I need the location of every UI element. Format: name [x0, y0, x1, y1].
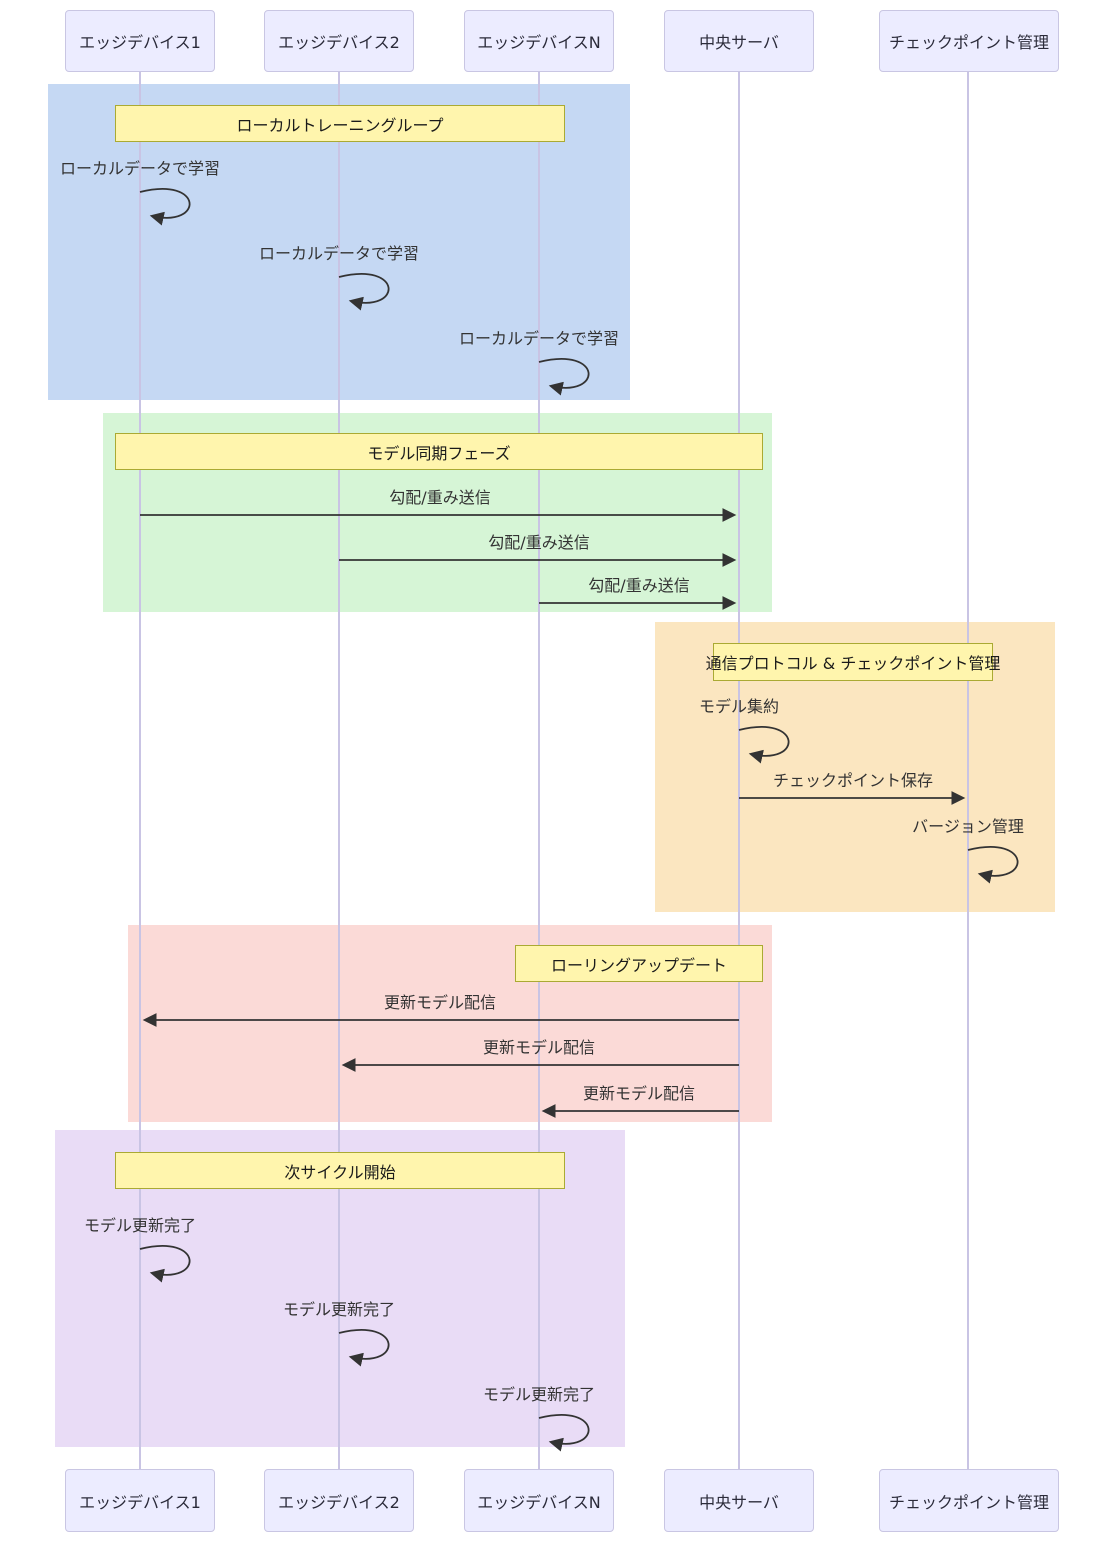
participant-edge-device-1-top: エッジデバイス1 [65, 10, 215, 72]
block-label-model-sync-phase: モデル同期フェーズ [115, 433, 763, 470]
block-label-text: ローリングアップデート [550, 955, 727, 975]
message-label: ローカルデータで学習 [458, 329, 620, 348]
participant-edge-device-2-bottom: エッジデバイス2 [264, 1469, 414, 1532]
message-label: モデル集約 [698, 697, 780, 716]
block-label-text: 通信プロトコル & チェックポイント管理 [705, 654, 1001, 673]
message-label: ローカルデータで学習 [258, 244, 420, 263]
message-label: バージョン管理 [912, 817, 1024, 836]
message-label: 更新モデル配信 [582, 1084, 696, 1103]
participant-central-server-top: 中央サーバ [664, 10, 814, 72]
lifeline-central-server [738, 72, 740, 1469]
block-label-text: ローカルトレーニングループ [236, 115, 444, 135]
participant-central-server-bottom: 中央サーバ [664, 1469, 814, 1532]
block-label-rolling-update: ローリングアップデート [515, 945, 763, 982]
block-label-local-training-loop: ローカルトレーニングループ [115, 105, 565, 142]
lifeline-edge-device-1 [139, 72, 141, 1469]
lifeline-edge-device-n [538, 72, 540, 1469]
lifeline-checkpoint-management [967, 72, 969, 1469]
participant-checkpoint-management-bottom: チェックポイント管理 [879, 1469, 1059, 1532]
lifeline-edge-device-2 [338, 72, 340, 1469]
message-label: モデル更新完了 [282, 1300, 396, 1319]
message-label: 勾配/重み送信 [488, 533, 590, 552]
message-label: 勾配/重み送信 [389, 488, 491, 507]
message-label: 更新モデル配信 [482, 1038, 596, 1057]
message-label: チェックポイント保存 [772, 771, 934, 790]
message-label: 勾配/重み送信 [588, 576, 690, 595]
block-label-text: 次サイクル開始 [284, 1162, 396, 1182]
participant-edge-device-n-top: エッジデバイスN [464, 10, 614, 72]
block-label-checkpoint-management: 通信プロトコル & チェックポイント管理 [706, 643, 1000, 681]
message-label: モデル更新完了 [482, 1385, 596, 1404]
block-label-text: モデル同期フェーズ [367, 443, 511, 463]
participant-edge-device-2-top: エッジデバイス2 [264, 10, 414, 72]
block-label-next-cycle: 次サイクル開始 [115, 1152, 565, 1189]
participant-checkpoint-management-top: チェックポイント管理 [879, 10, 1059, 72]
participant-edge-device-1-bottom: エッジデバイス1 [65, 1469, 215, 1532]
message-label: モデル更新完了 [83, 1216, 197, 1235]
message-label: ローカルデータで学習 [59, 159, 221, 178]
participant-edge-device-n-bottom: エッジデバイスN [464, 1469, 614, 1532]
message-label: 更新モデル配信 [383, 993, 497, 1012]
